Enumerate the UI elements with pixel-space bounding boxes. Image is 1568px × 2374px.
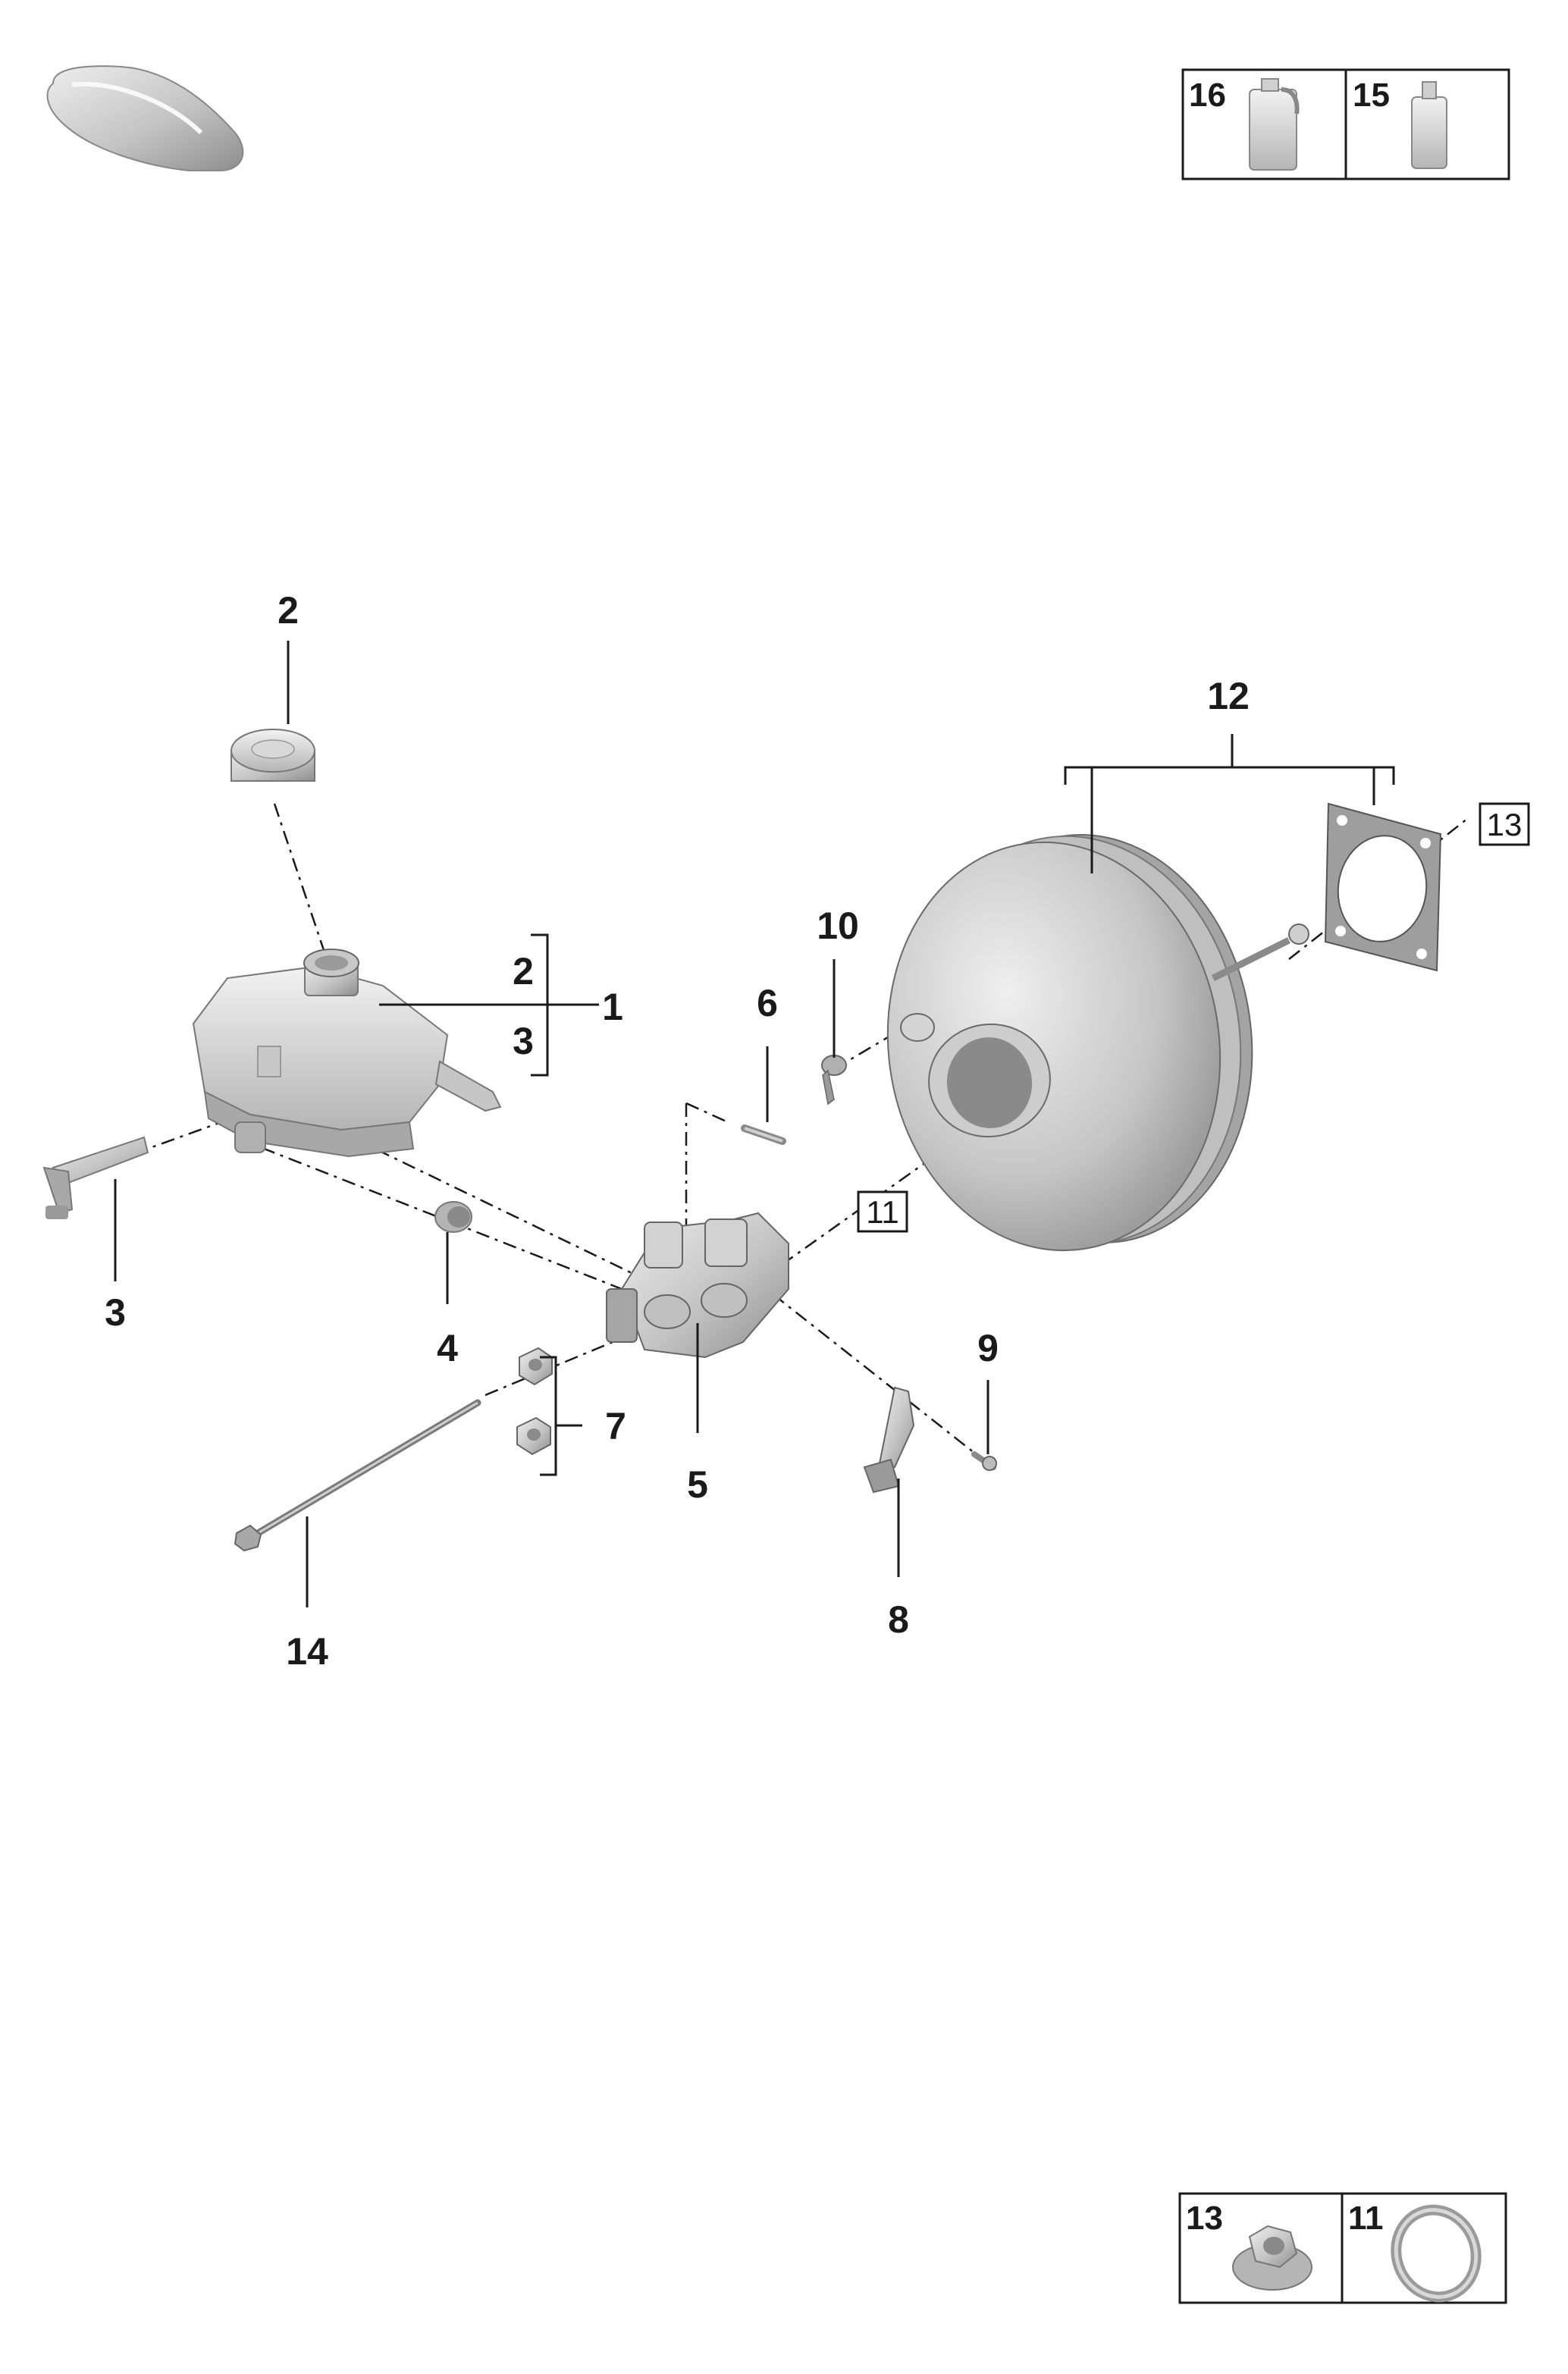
callout-2-bracket: 2	[513, 950, 534, 993]
stud-bolt	[741, 1124, 786, 1145]
vehicle-thumbnail-icon	[46, 65, 244, 171]
connector-fitting	[42, 1136, 149, 1219]
callout-5: 5	[687, 1463, 708, 1506]
callout-10: 10	[817, 905, 859, 947]
callout-3-fitting: 3	[105, 1291, 126, 1334]
vacuum-fitting	[821, 1055, 847, 1105]
booster-gasket	[1324, 802, 1442, 972]
fluid-bottle-icon	[1411, 81, 1447, 169]
small-bolt	[971, 1451, 997, 1471]
callout-2-cap: 2	[278, 589, 299, 632]
callout-4: 4	[437, 1327, 458, 1369]
legend-item-15-number: 15	[1353, 77, 1390, 114]
brake-master-cylinder	[606, 1212, 789, 1359]
leader-lines	[114, 641, 1395, 1607]
legend-item-11-number: 11	[1348, 2200, 1384, 2237]
reference-number-13: 13	[1487, 807, 1523, 842]
hardware-legend-box: 13 11	[1178, 2192, 1507, 2304]
mounting-bracket	[863, 1386, 915, 1494]
large-fluid-canister-icon	[1249, 78, 1300, 171]
callout-9: 9	[977, 1327, 999, 1369]
callout-3-bracket: 3	[513, 1020, 534, 1062]
brake-booster	[886, 834, 1309, 1252]
callout-8: 8	[888, 1598, 909, 1641]
legend-item-16-number: 16	[1189, 77, 1226, 114]
callout-14: 14	[286, 1630, 328, 1673]
callout-numbers: 2 2 3 1 3 4 5 6 7 8 9 10 12 14	[105, 589, 1250, 1673]
callout-1: 1	[602, 986, 623, 1028]
reference-box-11: 11	[857, 1190, 908, 1233]
reference-number-11: 11	[866, 1194, 899, 1230]
sealing-ring-icon	[1391, 2204, 1482, 2303]
callout-6: 6	[757, 982, 778, 1024]
brake-fluid-reservoir	[192, 949, 502, 1158]
callout-7: 7	[605, 1405, 626, 1447]
long-bolt	[234, 1399, 481, 1552]
fluids-legend-box: 16 15	[1181, 68, 1510, 180]
legend-item-13-number: 13	[1186, 2200, 1223, 2237]
flange-nut-icon	[1232, 2225, 1312, 2291]
callout-12: 12	[1207, 675, 1250, 717]
hex-nuts	[516, 1347, 553, 1456]
reference-box-13: 13	[1479, 802, 1530, 846]
reservoir-cap	[230, 729, 315, 782]
grommet	[434, 1201, 472, 1233]
